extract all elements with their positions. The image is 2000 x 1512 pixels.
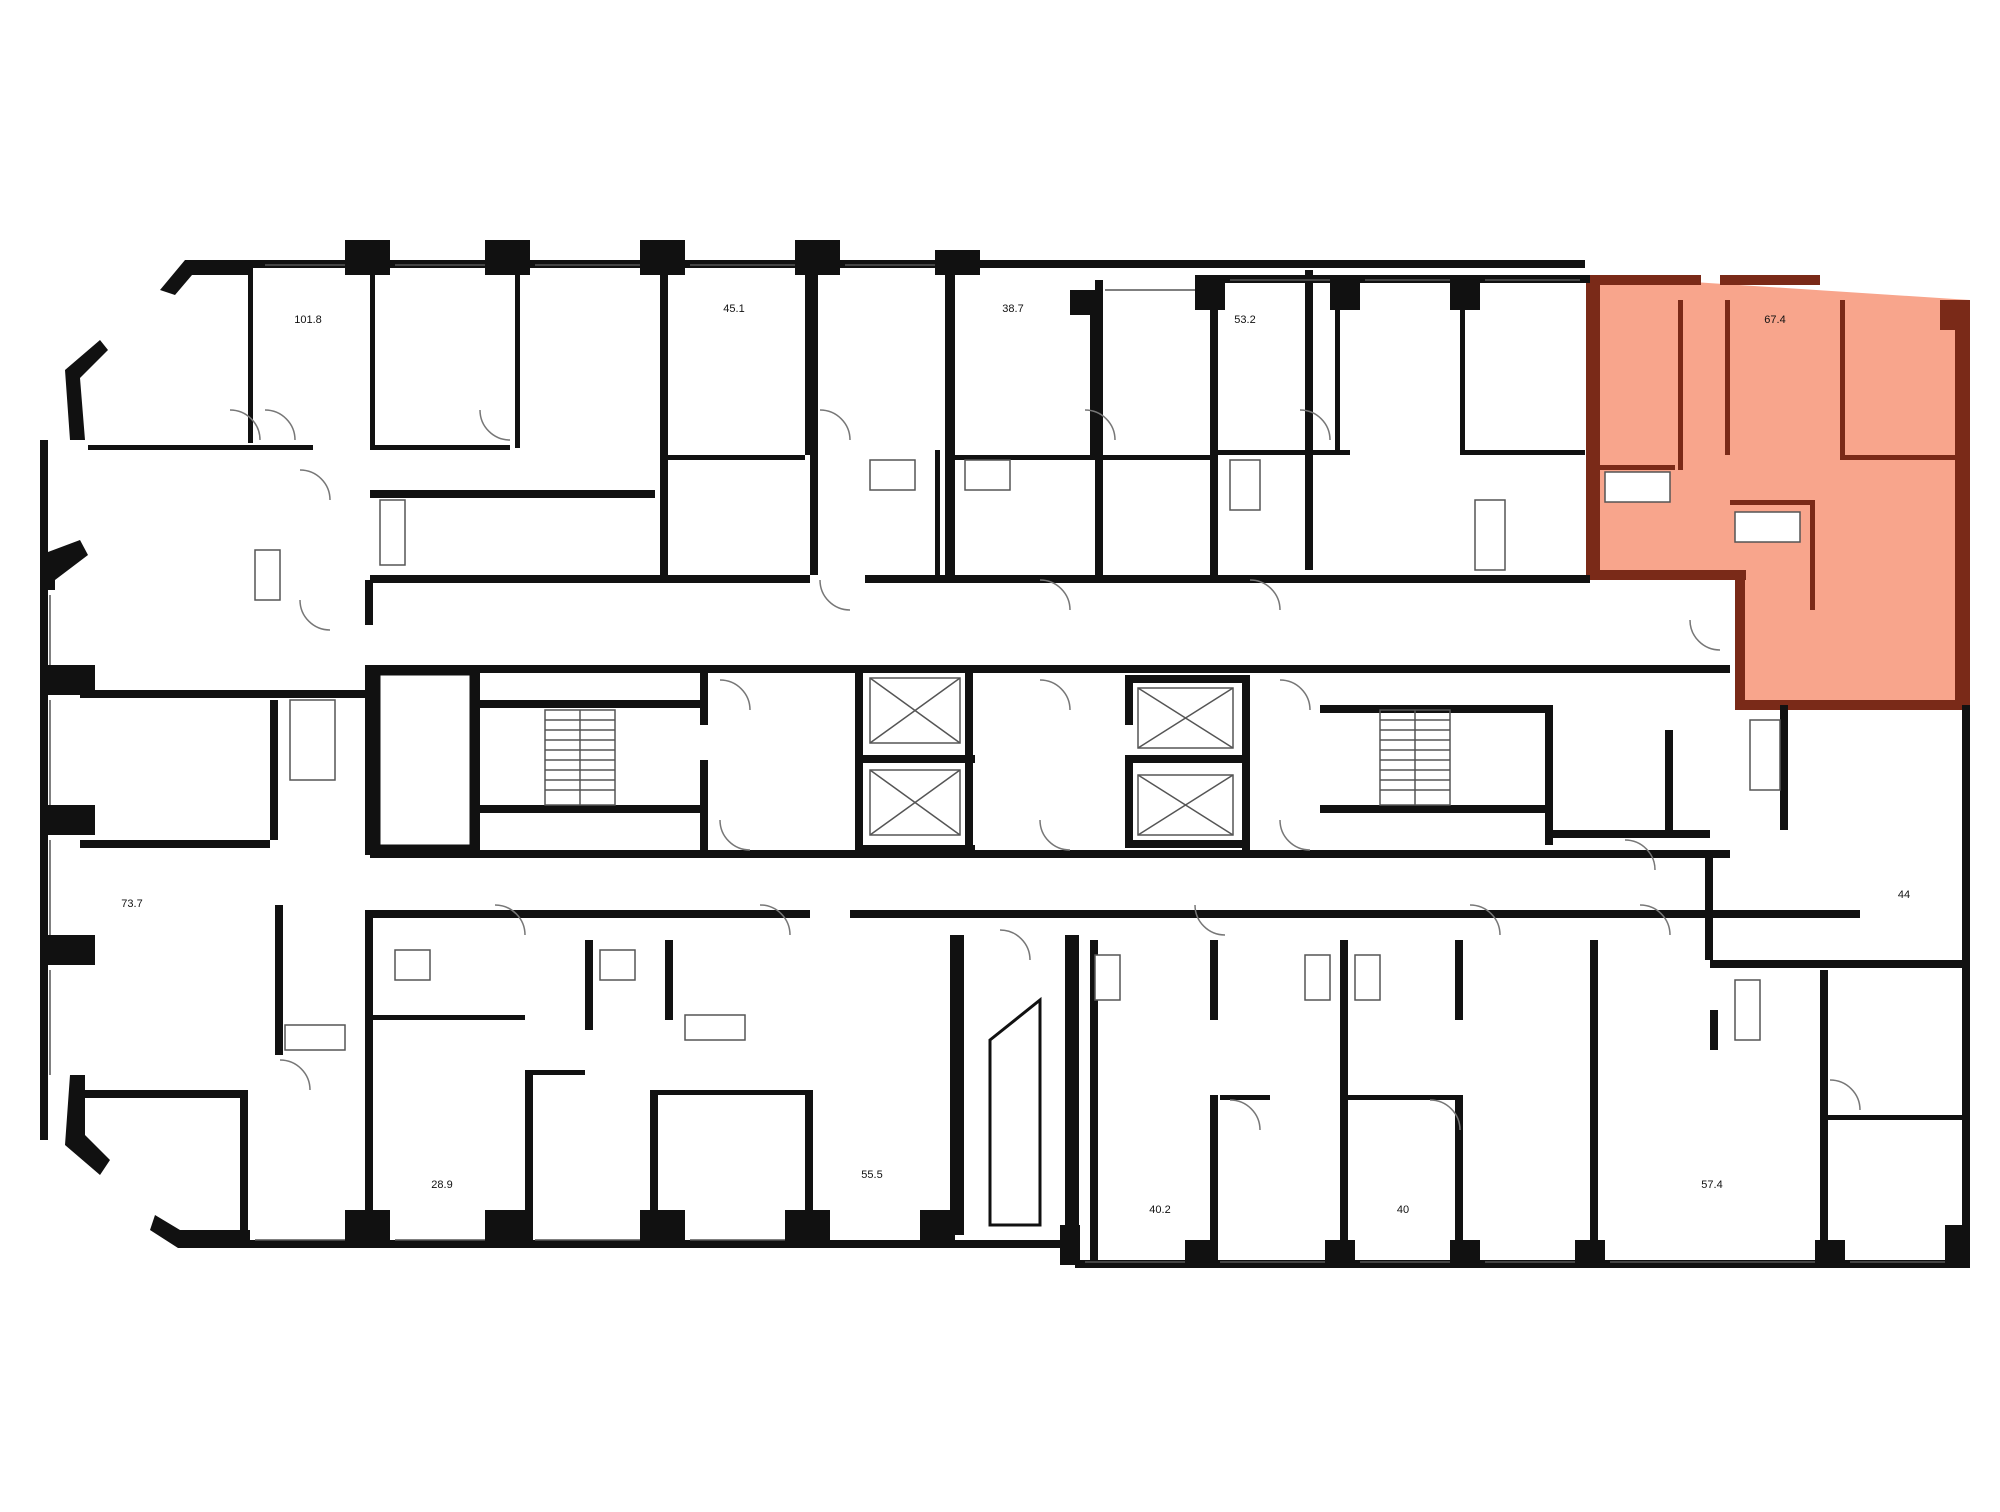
windows	[49, 264, 1945, 1263]
apartment-labels: 101.8 45.1 38.7 53.2 67.4 73.7 44 28.9 5…	[121, 303, 1910, 1216]
elevator-1	[869, 677, 961, 744]
apartment-area-label[interactable]: 44	[1898, 889, 1910, 901]
apartment-area-label[interactable]: 55.5	[861, 1169, 882, 1181]
upper-partitions	[88, 268, 1585, 580]
apartment-area-label[interactable]: 73.7	[121, 898, 142, 910]
elevator-4	[1137, 774, 1234, 836]
selected-apartment-highlight	[1586, 275, 1970, 710]
apartment-area-label[interactable]: 40	[1397, 1204, 1409, 1216]
apartment-area-label[interactable]: 57.4	[1701, 1179, 1722, 1191]
fixtures	[254, 459, 1781, 1051]
apartment-area-label[interactable]: 40.2	[1149, 1204, 1170, 1216]
apartment-area-label[interactable]: 53.2	[1234, 314, 1255, 326]
apartment-area-label[interactable]: 28.9	[431, 1179, 452, 1191]
elevator-2	[869, 769, 961, 836]
stair-left	[544, 709, 616, 806]
door-swings	[229, 409, 1861, 1131]
elevator-3	[1137, 687, 1234, 749]
lower-partitions	[240, 700, 1965, 1265]
building-core	[370, 665, 1545, 1235]
apartment-area-label[interactable]: 38.7	[1002, 303, 1023, 315]
apartment-area-label[interactable]: 67.4	[1764, 314, 1785, 326]
stair-right	[1379, 709, 1451, 806]
apartment-area-label[interactable]: 45.1	[723, 303, 744, 315]
apartment-area-label[interactable]: 101.8	[294, 314, 322, 326]
